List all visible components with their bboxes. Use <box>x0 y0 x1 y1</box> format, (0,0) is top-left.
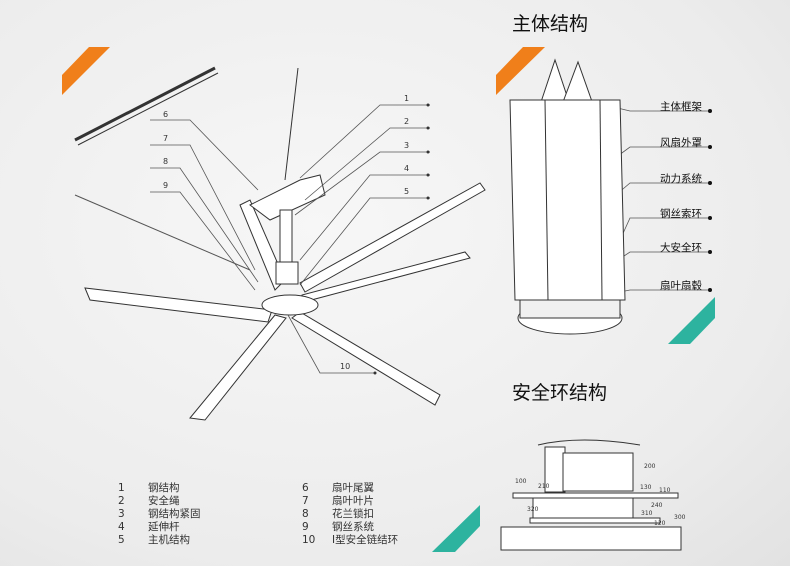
callout-4: 4 <box>404 164 410 173</box>
callout-6: 6 <box>163 110 169 119</box>
orange-accent <box>496 47 545 95</box>
ring-label-240: 240 <box>651 502 663 509</box>
callout-2: 2 <box>404 117 410 126</box>
part-label-fan-cover: 风扇外罩 <box>660 137 702 149</box>
callout-5: 5 <box>404 187 410 196</box>
ring-label-320: 320 <box>527 506 539 513</box>
ring-label-100: 100 <box>515 478 527 485</box>
ring-label-120: 120 <box>654 520 666 527</box>
callout-10: 10 <box>340 362 351 371</box>
fan-assembly-drawing <box>74 66 486 421</box>
callout-1: 1 <box>404 94 410 103</box>
ring-label-210: 210 <box>538 483 550 490</box>
callout-8: 8 <box>163 157 169 166</box>
teal-accent <box>432 505 480 552</box>
part-label-wire-rope-ring: 钢丝索环 <box>660 208 702 220</box>
callout-9: 9 <box>163 181 169 190</box>
callout-7: 7 <box>163 134 169 143</box>
part-label-power-system: 动力系统 <box>660 173 702 185</box>
main-body-drawing <box>509 58 626 335</box>
main-structure-title: 主体结构 <box>512 13 589 35</box>
ring-label-310: 310 <box>641 510 653 517</box>
part-label-large-safety-ring: 大安全环 <box>660 242 702 254</box>
ring-label-110: 110 <box>659 487 671 494</box>
callout-3: 3 <box>404 141 410 150</box>
part-label-blade-hub: 扇叶扇毂 <box>660 280 702 292</box>
ring-label-300: 300 <box>674 514 686 521</box>
ring-label-200: 200 <box>644 463 656 470</box>
teal-accent <box>668 297 715 344</box>
ring-label-130: 130 <box>640 484 652 491</box>
safety-ring-title: 安全环结构 <box>512 382 608 404</box>
leader-lines <box>150 104 710 374</box>
part-label-main-frame: 主体框架 <box>660 101 702 113</box>
orange-accent <box>62 47 110 95</box>
safety-ring-drawing <box>500 439 682 551</box>
